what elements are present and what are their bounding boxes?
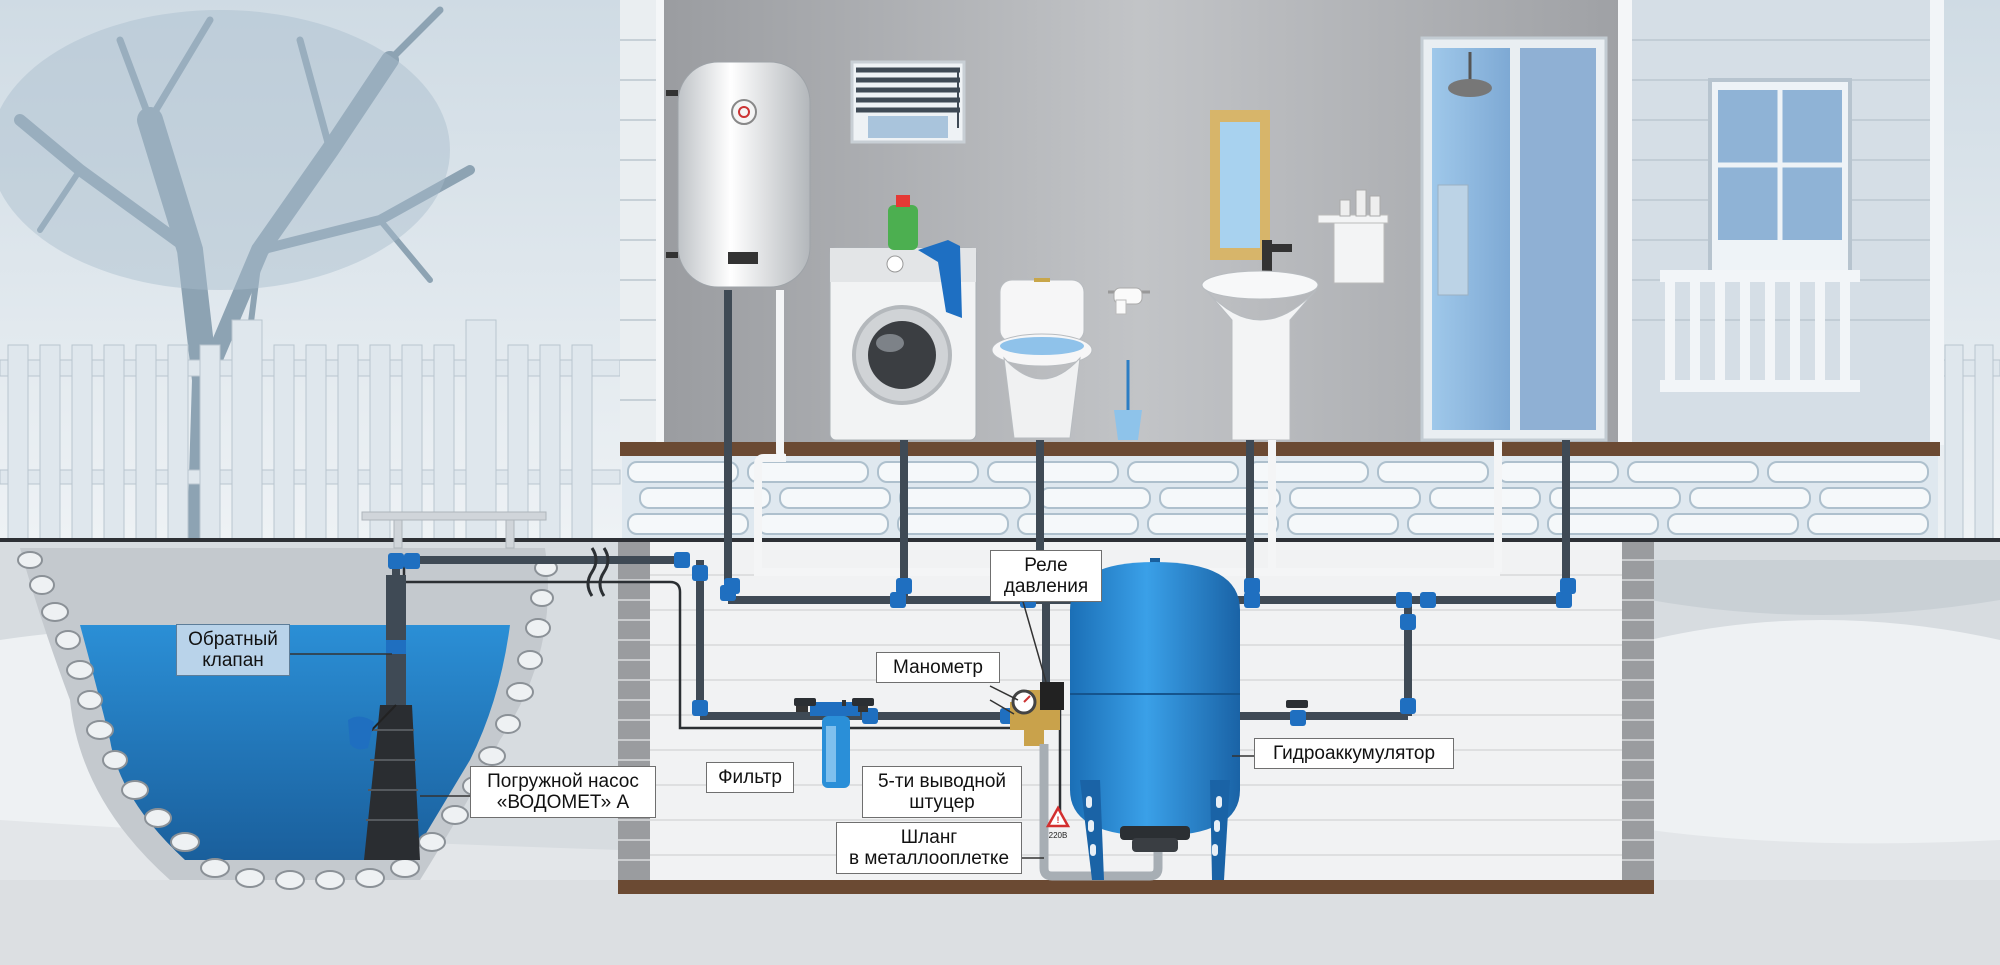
sink-mirror	[1201, 110, 1319, 441]
warning-sign-text: 220В	[1049, 831, 1068, 840]
hydro-accumulator	[1070, 558, 1240, 880]
label-five-way-fitting: 5-ти выводной штуцер	[862, 766, 1022, 818]
well-cover	[361, 511, 547, 549]
floor-slab	[620, 442, 1940, 456]
window-blinds	[850, 60, 966, 144]
water-filter	[796, 700, 878, 788]
label-accumulator: Гидроаккумулятор	[1254, 738, 1454, 769]
water-heater	[666, 61, 811, 288]
label-submersible-pump: Погружной насос «ВОДОМЕТ» А	[470, 766, 656, 818]
hot-water-pipes	[754, 290, 1502, 576]
toilet	[991, 278, 1093, 439]
shower-cabin	[1420, 36, 1608, 442]
tree-foliage	[0, 10, 450, 290]
pipe-break-mark	[586, 547, 610, 597]
label-check-valve: Обратный клапан	[176, 624, 290, 676]
bathroom-shelf	[1317, 189, 1389, 284]
washing-machine	[829, 195, 977, 441]
label-pressure-relay: Реле давления	[990, 550, 1102, 602]
manometer	[1011, 689, 1037, 715]
house-wall-left	[620, 0, 660, 445]
warning-sign: !	[1045, 805, 1071, 828]
submersible-pump	[348, 575, 420, 860]
leader-lines	[290, 597, 1254, 859]
svg-text:!: !	[1057, 815, 1060, 825]
label-braided-hose: Шланг в металлооплетке	[836, 822, 1022, 874]
toilet-brush	[1114, 360, 1142, 440]
ball-valves	[794, 698, 1308, 708]
fence-left	[0, 319, 621, 541]
house-exterior	[1618, 0, 1944, 445]
stone-foundation	[622, 456, 1938, 538]
label-filter: Фильтр	[706, 762, 794, 793]
toilet-paper	[1108, 287, 1150, 315]
ground-line	[0, 538, 2000, 542]
pressure-relay	[1040, 600, 1064, 710]
fence-right	[1939, 344, 2000, 541]
pipe-fittings	[388, 552, 1576, 726]
label-manometer: Манометр	[876, 652, 1000, 683]
